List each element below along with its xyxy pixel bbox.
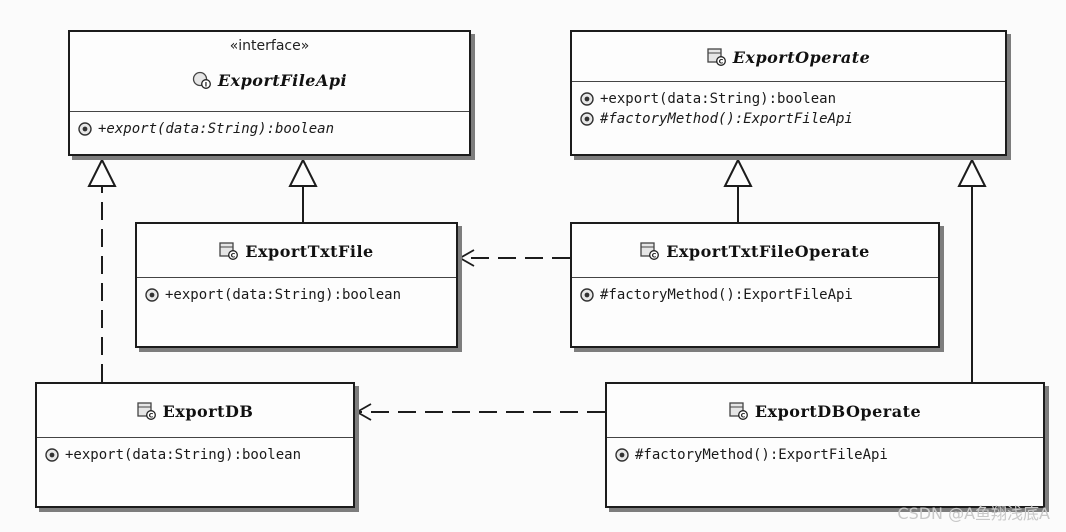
class-box-export-dboperate[interactable]: C ExportDBOperate #factoryMethod():ExportF… [605,382,1045,508]
method-icon [580,92,594,106]
class-title-row: I ExportFileApi [70,54,469,106]
class-name: ExportDB [162,401,254,421]
svg-text:I: I [205,80,207,88]
method-row[interactable]: +export(data:String):boolean [145,285,448,305]
generalization-arrowhead [957,157,987,187]
class-title-row: C ExportDB [37,384,353,438]
svg-text:C: C [148,411,153,419]
class-icon: C [707,48,727,66]
class-box-export-file-api[interactable]: «interface» I ExportFileApi +export(data:St… [68,30,471,156]
method-row[interactable]: +export(data:String):boolean [580,89,997,109]
realization-arrowhead [288,157,318,187]
generalization-arrowhead [723,157,753,187]
watermark: CSDN @A鱼翔浅底A [897,504,1050,523]
class-members: +export(data:String):boolean [70,112,469,146]
realization-arrowhead [87,157,117,187]
method-icon [580,288,594,302]
class-name: ExportTxtFile [245,241,374,261]
method-signature: +export(data:String):boolean [98,121,335,137]
svg-text:C: C [718,57,723,65]
class-members: #factoryMethod():ExportFileApi [572,278,938,312]
class-members: +export(data:String):boolean [37,438,353,472]
method-signature: #factoryMethod():ExportFileApi [635,447,888,463]
class-name: ExportFileApi [217,70,348,90]
method-signature: +export(data:String):boolean [65,447,302,463]
class-icon: C [136,402,157,420]
method-row[interactable]: #factoryMethod():ExportFileApi [615,445,1035,465]
class-box-export-txt-file-operate[interactable]: C ExportTxtFileOperate #factoryMethod():Ex… [570,222,940,348]
svg-text:C: C [652,251,657,259]
method-icon [78,122,92,136]
class-header: C ExportTxtFileOperate [572,224,938,278]
method-icon [45,448,59,462]
method-icon [145,288,159,302]
class-header: C ExportDB [37,384,353,438]
method-row[interactable]: +export(data:String):boolean [45,445,345,465]
class-name: ExportTxtFileOperate [666,241,870,261]
class-header: C ExportDBOperate [607,384,1043,438]
svg-text:C: C [231,251,236,259]
class-box-export-txt-file[interactable]: C ExportTxtFile +export(data:String):boole… [135,222,458,348]
svg-text:C: C [740,411,745,419]
class-box-export-db[interactable]: C ExportDB +export(data:String):boolean [35,382,355,508]
method-row[interactable]: #factoryMethod():ExportFileApi [580,285,930,305]
class-members: +export(data:String):boolean [137,278,456,312]
class-members: #factoryMethod():ExportFileApi [607,438,1043,472]
method-signature: +export(data:String):boolean [600,91,837,107]
method-icon [615,448,629,462]
class-title-row: C ExportOperate [572,32,1005,82]
class-header: C ExportTxtFile [137,224,456,278]
class-title-row: C ExportTxtFile [137,224,456,278]
method-row[interactable]: +export(data:String):boolean [78,119,461,139]
class-box-export-operate[interactable]: C ExportOperate +export(data:String):boole… [570,30,1007,156]
method-signature: +export(data:String):boolean [165,287,402,303]
interface-icon: I [192,71,212,89]
method-signature: #factoryMethod():ExportFileApi [600,287,853,303]
class-icon: C [640,242,660,260]
class-header: C ExportOperate [572,32,1005,82]
method-row[interactable]: #factoryMethod():ExportFileApi [580,109,997,129]
dependency-arrowhead [458,249,475,267]
class-header: «interface» I ExportFileApi [70,32,469,112]
class-title-row: C ExportTxtFileOperate [572,224,938,278]
class-name: ExportOperate [732,47,871,67]
class-icon: C [219,242,239,260]
method-icon [580,112,594,126]
class-name: ExportDBOperate [754,401,922,421]
dependency-arrowhead [355,403,372,421]
class-icon: C [729,402,749,420]
method-signature: #factoryMethod():ExportFileApi [600,111,853,127]
stereotype-label: «interface» [229,38,310,54]
class-title-row: C ExportDBOperate [607,384,1043,438]
class-members: +export(data:String):boolean #factoryMeth… [572,82,1005,136]
